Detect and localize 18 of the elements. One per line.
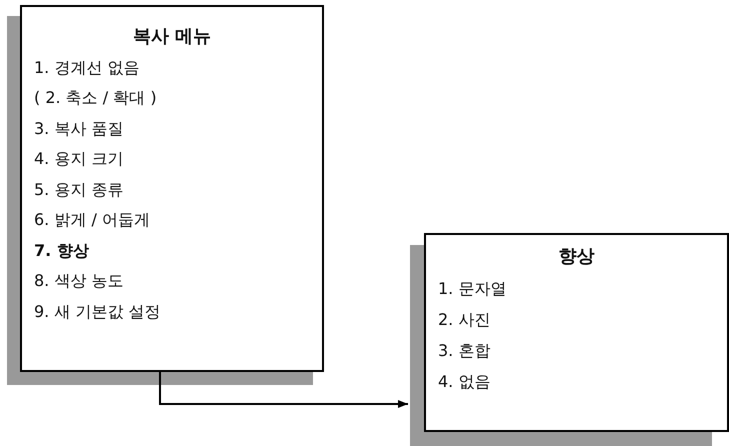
menu-item: 1. 경계선 없음	[34, 58, 140, 78]
menu-item: 4. 없음	[438, 372, 490, 392]
menu-item: 1. 문자열	[438, 279, 506, 299]
menu-item: 6. 밝게 / 어둡게	[34, 210, 150, 230]
menu-box	[424, 233, 729, 432]
menu-item: ( 2. 축소 / 확대 )	[34, 88, 157, 108]
arrow	[159, 372, 408, 408]
menu-item: 3. 복사 품질	[34, 118, 124, 138]
menu-item: 4. 용지 크기	[34, 149, 124, 169]
menu-item: 5. 용지 종류	[34, 180, 124, 200]
menu-item: 2. 사진	[438, 310, 490, 330]
menu-item: 3. 혼합	[438, 341, 490, 361]
menu-box	[20, 5, 324, 372]
menu-title: 향상	[558, 247, 596, 267]
menu-item: 7. 향상	[34, 240, 89, 260]
menu-item: 8. 색상 농도	[34, 271, 124, 291]
menu-title: 복사 메뉴	[132, 27, 212, 47]
menu-item: 9. 새 기본값 설정	[34, 302, 161, 322]
